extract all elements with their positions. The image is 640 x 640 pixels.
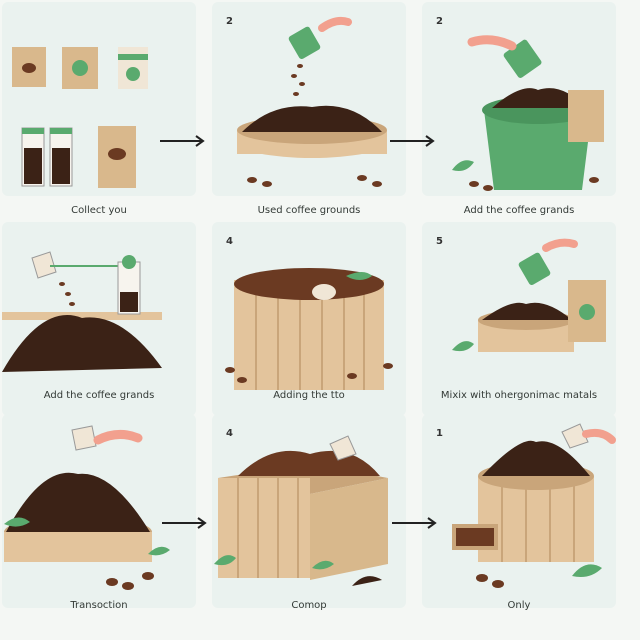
arrow-right-icon	[162, 517, 207, 529]
drawer-beans	[456, 528, 494, 546]
jar-coffee-fill	[24, 148, 42, 184]
hand-icon	[318, 16, 352, 32]
leaf-icon	[148, 546, 170, 556]
step-caption: Add the coffee grands	[463, 205, 575, 216]
panel-add-grounds-pile	[2, 222, 196, 416]
scattered-beans	[106, 572, 154, 590]
coffee-bean-icon	[22, 63, 36, 73]
panel-mix-organic: 5	[422, 222, 616, 416]
leaf-icon	[214, 555, 236, 566]
coffee-beans-pile	[238, 450, 380, 476]
step-number: 2	[436, 16, 443, 27]
leaf-icon	[4, 517, 30, 527]
carafe-lid	[122, 255, 136, 269]
leaf-label-icon	[579, 304, 595, 320]
illustration-green-bin	[452, 35, 604, 191]
hand-icon	[542, 238, 578, 252]
illustration-coffee-bags-and-jars	[12, 47, 148, 188]
illustration-grounds-pile	[2, 251, 162, 372]
coffee-grounds-pile	[6, 472, 150, 532]
paper-cup-icon	[561, 423, 589, 449]
leaf-icon	[346, 272, 372, 280]
crate-slats	[237, 478, 299, 578]
leaf-label-icon	[72, 60, 88, 76]
illustration-wooden-crate	[214, 435, 388, 586]
coffee-grounds-pile	[482, 302, 572, 320]
eggshell-icon	[312, 284, 336, 300]
step-number: 5	[436, 236, 443, 247]
green-cup-icon	[288, 26, 321, 60]
wooden-crate-icon	[218, 478, 310, 578]
step-caption: Used coffee grounds	[257, 205, 361, 216]
illustration-wooden-barrel	[225, 268, 393, 390]
arrow-right-icon	[390, 135, 435, 147]
step-number: 1	[436, 428, 443, 439]
bin-slats	[501, 486, 575, 562]
paper-cup-icon	[71, 425, 97, 451]
hand-icon	[582, 428, 616, 444]
illustration-mixing-tray	[452, 238, 606, 352]
coffee-grounds-pile	[492, 88, 586, 108]
wood-shelf	[2, 312, 162, 320]
panel-transoction	[2, 414, 196, 608]
step-number: 4	[226, 236, 233, 247]
panel-add-grounds-bin: 2	[422, 2, 616, 196]
jar-coffee-fill	[52, 148, 70, 184]
paper-bag-icon	[568, 90, 604, 142]
bag-stripe	[118, 54, 148, 60]
green-bin-icon	[484, 110, 592, 190]
step-caption: Mixix with ohergonimac matals	[440, 390, 598, 401]
panel-adding-wood-box: 4	[212, 222, 406, 416]
illustration-grounds-in-tray	[237, 16, 387, 187]
step-caption: Add the coffee grands	[43, 390, 155, 401]
coffee-grounds-pile	[242, 105, 382, 132]
panel-collect: Collect you	[2, 2, 196, 196]
crate-side	[310, 478, 388, 580]
illustration-pouring-into-tray	[4, 425, 170, 590]
arrow-right-icon	[392, 517, 437, 529]
coffee-grounds-pile	[482, 440, 590, 476]
carafe-coffee	[120, 292, 138, 312]
hand-icon	[467, 35, 517, 51]
grounds-heap	[352, 576, 382, 586]
jar-lid	[22, 128, 44, 134]
coffee-bean-icon	[108, 148, 126, 160]
panel-only: 1	[422, 414, 616, 608]
wood-tray	[4, 532, 152, 562]
paper-cup-icon	[31, 251, 57, 279]
leaf-label-icon	[126, 67, 140, 81]
scattered-beans	[469, 177, 599, 191]
step-caption: Transoction	[70, 600, 128, 611]
falling-beans	[59, 282, 75, 306]
step-caption: Collect you	[71, 205, 127, 216]
paper-cup-icon	[329, 435, 357, 461]
panel-compost-box: 4	[212, 414, 406, 608]
scattered-beans	[225, 363, 393, 383]
jar-lid	[50, 128, 72, 134]
step-caption: Comop	[291, 600, 327, 611]
panel-used-grounds: 2	[212, 2, 406, 196]
step-caption: Only	[507, 600, 531, 611]
leaf-icon	[572, 564, 602, 577]
hand-icon	[93, 430, 143, 445]
step-number: 2	[226, 16, 233, 27]
step-caption: Adding the tto	[273, 390, 345, 401]
leaf-icon	[452, 341, 474, 352]
arrow-right-icon	[160, 135, 205, 147]
falling-beans	[247, 64, 382, 187]
leaf-icon	[312, 560, 334, 570]
green-cup-icon	[518, 252, 551, 286]
step-number: 4	[226, 428, 233, 439]
illustration-round-bin-with-drawer	[452, 423, 616, 588]
leaf-icon	[452, 160, 474, 171]
scattered-beans	[476, 574, 504, 588]
coffee-grounds-pile	[2, 315, 162, 372]
